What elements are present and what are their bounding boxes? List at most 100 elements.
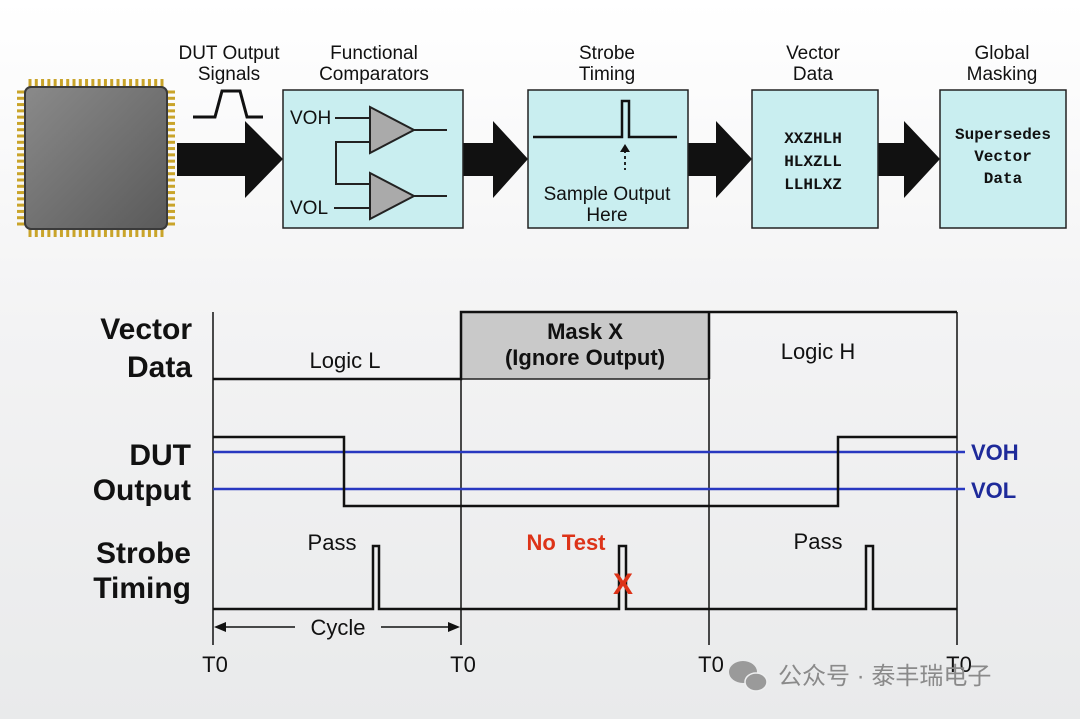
strobe-waveform [213, 544, 957, 611]
caption-dut-output: DUT Output [178, 43, 280, 64]
chip-pin [167, 140, 175, 144]
chip-pin [129, 229, 133, 237]
chip-pin [17, 172, 25, 176]
chip-pin [103, 229, 107, 237]
chip-pin [78, 79, 82, 87]
mask-box: Supersedes Vector Data [939, 89, 1067, 229]
vol-threshold-label: VOL [971, 478, 1016, 503]
row-label-timing: Timing [93, 572, 191, 605]
chip-pin [28, 229, 32, 237]
chip-pin [167, 203, 175, 207]
watermark-text: 公众号 · 泰丰瑞电子 [778, 663, 991, 690]
chip-pin [135, 79, 139, 87]
chip-pin [167, 109, 175, 113]
strobe-notest-label: No Test [526, 530, 606, 555]
chip-pin [17, 222, 25, 226]
chip-pin [41, 79, 45, 87]
chip-pin [28, 79, 32, 87]
chip-pin [53, 79, 57, 87]
chip-pin [17, 140, 25, 144]
mask-box-line1: Supersedes [955, 126, 1051, 144]
chip-pin [17, 96, 25, 100]
dut-output-waveform [213, 435, 957, 508]
chip-pin [17, 115, 25, 119]
caption-global: Global [975, 43, 1030, 64]
strobe-pass-label-2: Pass [794, 529, 843, 554]
vector-box: XXZHLH HLXZLL LLHLXZ [751, 89, 879, 229]
comparator-voh-label: VOH [290, 108, 331, 129]
comparator-vol-label: VOL [290, 198, 328, 219]
chip-pin [167, 165, 175, 169]
mask-box-line2: Vector [974, 148, 1032, 166]
chip-pin [167, 191, 175, 195]
chip-pin [167, 216, 175, 220]
chip-pin [147, 229, 151, 237]
caption-comparators: Comparators [319, 64, 429, 85]
chip-pin [72, 79, 76, 87]
chip-pin [17, 184, 25, 188]
chip-pin [17, 121, 25, 125]
chip-pin [167, 153, 175, 157]
strobe-box: Sample Output Here [527, 89, 689, 229]
comparators-box: VOH VOL [282, 89, 464, 229]
chip-pin [53, 229, 57, 237]
mask-box-line3: Data [984, 170, 1023, 188]
chip-pin [122, 229, 126, 237]
chip-pin [97, 229, 101, 237]
chip-pin [135, 229, 139, 237]
t0-label: T0 [946, 652, 972, 677]
caption-dut-signals: Signals [198, 64, 260, 85]
chip-pin [59, 229, 63, 237]
chip-pin [47, 229, 51, 237]
cycle-arrow-right-icon [448, 622, 460, 632]
chip-pin [85, 79, 89, 87]
chip-pin [59, 79, 63, 87]
cycle-arrow-left-icon [214, 622, 226, 632]
chip-pin [17, 128, 25, 132]
chip-pin [66, 229, 70, 237]
chip-pin [17, 153, 25, 157]
chip-pin [17, 191, 25, 195]
chip-pin [110, 229, 114, 237]
caption-strobe: Strobe [579, 43, 635, 64]
row-label-dut: DUT [129, 439, 191, 472]
arrow-icon [177, 121, 283, 198]
row-label-data: Data [127, 351, 192, 384]
vector-box-line1: XXZHLH [784, 130, 842, 148]
chip-pin [167, 90, 175, 94]
chip-pin [110, 79, 114, 87]
chip-pin [17, 159, 25, 163]
chip-pin [141, 229, 145, 237]
cycle-label: Cycle [310, 615, 365, 640]
chip-pin [66, 79, 70, 87]
comparator-high-icon [369, 105, 417, 155]
caption-vector: Vector [786, 43, 841, 64]
timing-diagram: Vector Data DUT Output Strobe Timing Log… [93, 310, 1019, 677]
chip-pin [167, 134, 175, 138]
strobe-box-line1: Sample Output [544, 184, 671, 205]
arrow-icon [878, 121, 940, 198]
chip-pin [154, 79, 158, 87]
chip-pin [122, 79, 126, 87]
watermark: 公众号 · 泰丰瑞电子 [729, 661, 991, 692]
row-label-output: Output [93, 474, 191, 507]
chip-pin [17, 216, 25, 220]
strobe-pass-label-1: Pass [308, 530, 357, 555]
arrow-icon [463, 121, 528, 198]
chip-pin [167, 178, 175, 182]
voh-threshold-label: VOH [971, 440, 1019, 465]
chip-pin [47, 79, 51, 87]
arrow-icon [688, 121, 752, 198]
chip-pin [17, 134, 25, 138]
chip-pin [167, 222, 175, 226]
caption-functional: Functional [330, 43, 418, 64]
chip-pin [72, 229, 76, 237]
comparator-low-icon [369, 171, 417, 221]
chip-pin [91, 229, 95, 237]
chip-pin [167, 159, 175, 163]
chip-pin [116, 79, 120, 87]
chip-pin [17, 165, 25, 169]
caption-timing: Timing [579, 64, 635, 85]
chip-pin [167, 115, 175, 119]
